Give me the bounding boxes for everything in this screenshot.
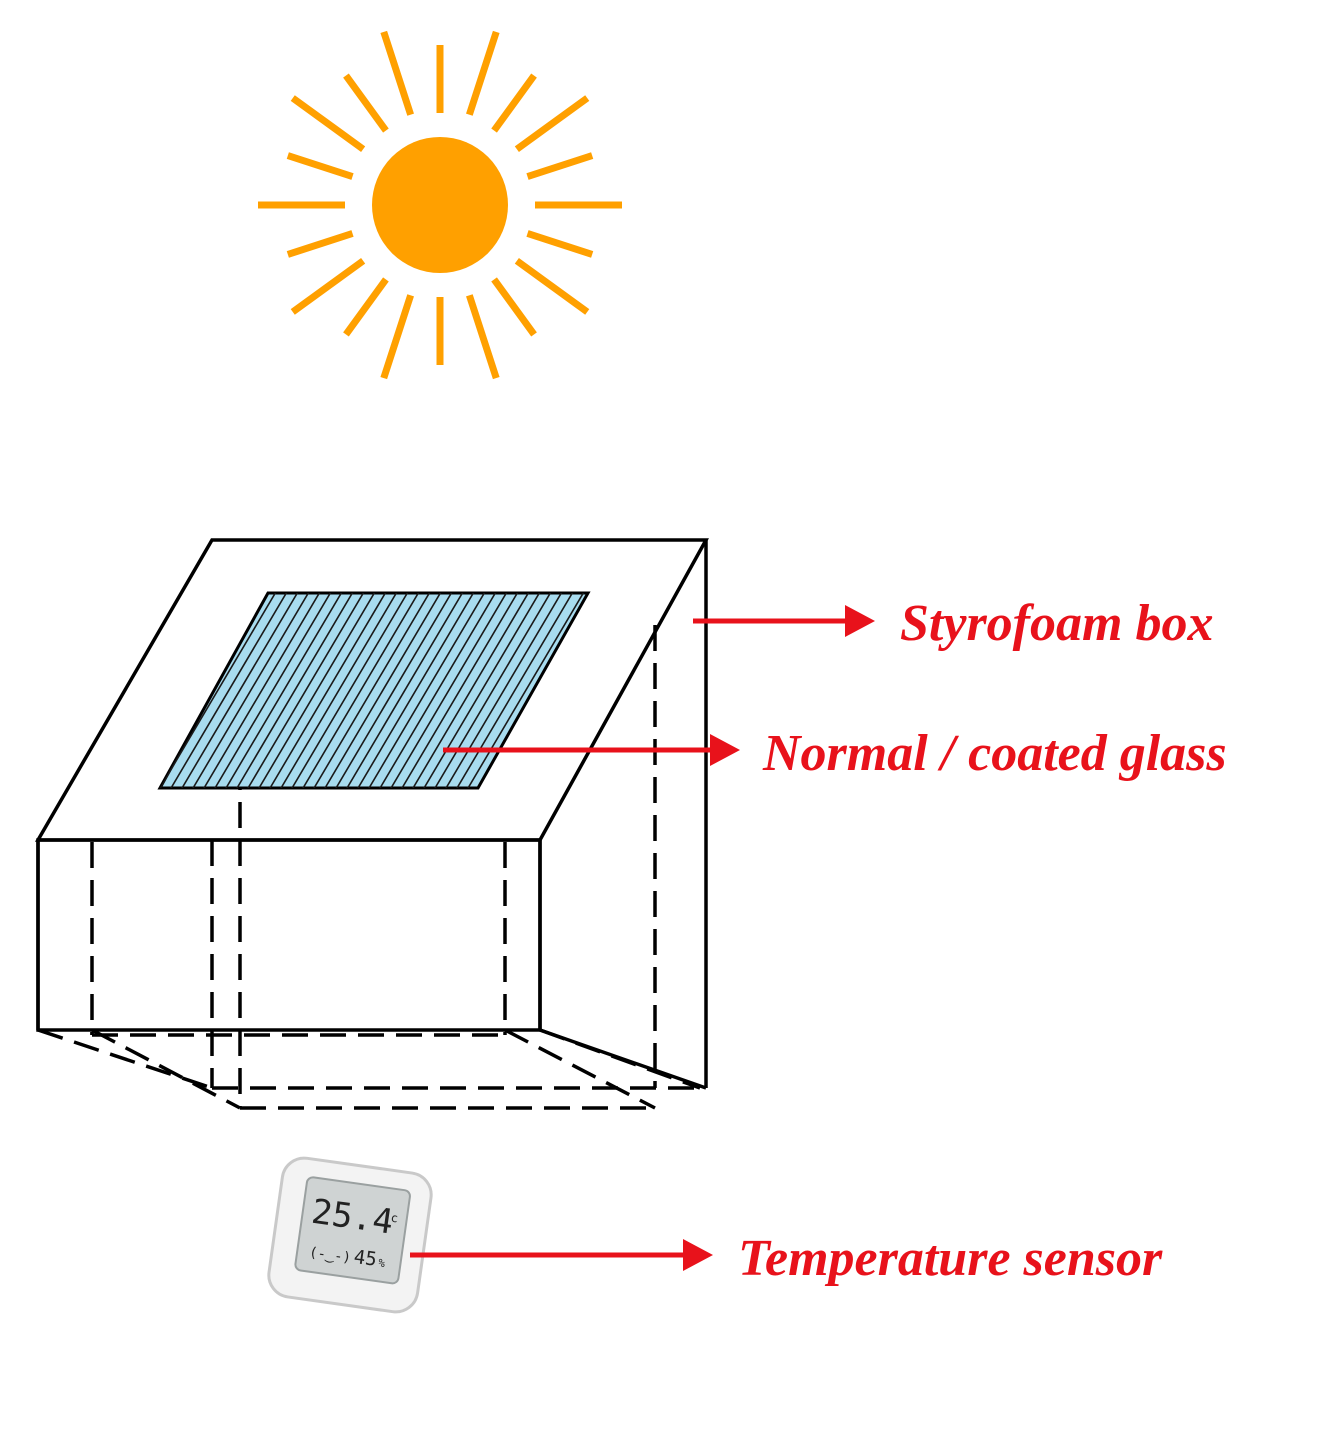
sun-ray <box>343 277 389 337</box>
thermometer-hygrometer-icon: 25.4 c (-‿-) 45 % <box>267 1156 433 1314</box>
glass-hatch-line <box>0 580 30 800</box>
glass-hatch-line <box>306 593 438 788</box>
glass-hatch-line <box>317 593 449 788</box>
glass-hatch-line <box>0 580 107 800</box>
glass-hatch-line <box>460 593 588 788</box>
glass-hatch-line <box>339 593 471 788</box>
sensor-arrow-head <box>683 1239 713 1271</box>
sun-ray <box>526 230 594 258</box>
glass-hatch-line <box>207 593 339 788</box>
sun-ray <box>290 258 366 315</box>
glass-hatch-line <box>295 593 427 788</box>
box-arrow-head <box>845 605 875 637</box>
glass-pane <box>0 580 767 800</box>
glass-hatch-line <box>174 593 306 788</box>
glass-hatch-line <box>218 593 350 788</box>
glass-hatch-line <box>163 593 295 788</box>
label-glass: Normal / coated glass <box>762 725 1227 782</box>
glass-hatch-line <box>593 580 723 800</box>
glass-hatch-line <box>0 580 41 800</box>
sun-ray <box>491 277 537 337</box>
sun-ray <box>380 30 414 116</box>
glass-arrow-head <box>710 734 740 766</box>
sun-icon <box>258 30 622 380</box>
glass-hatch-line <box>160 593 185 788</box>
sun-ray <box>286 230 354 258</box>
styrofoam-box <box>34 538 709 1090</box>
glass-hatch-line <box>0 580 74 800</box>
glass-hatch-line <box>284 593 416 788</box>
glass-hatch-line <box>229 593 361 788</box>
glass-hatch-line <box>0 580 52 800</box>
glass-hatch-line <box>570 593 588 788</box>
glass-hatch-line <box>240 593 372 788</box>
glass-hatch-line <box>416 593 548 788</box>
glass-hatch-line <box>394 593 526 788</box>
sun-ray <box>466 294 500 380</box>
sun-ray <box>290 95 366 152</box>
glass-hatch-line <box>637 580 767 800</box>
sensor-face-glyph: (-‿-) <box>308 1245 352 1267</box>
glass-hatch-line <box>405 593 537 788</box>
glass-hatch-line <box>160 593 284 788</box>
sun-ray <box>286 152 354 180</box>
sun-ray <box>343 73 389 133</box>
glass-hatch-line <box>262 593 394 788</box>
label-styrofoam-box: Styrofoam box <box>900 595 1213 652</box>
glass-hatch-line <box>0 580 85 800</box>
sun-rays <box>258 30 622 380</box>
label-temperature-sensor: Temperature sensor <box>738 1230 1163 1287</box>
glass-hatch-line <box>273 593 405 788</box>
glass-hatch-line <box>328 593 460 788</box>
sun-ray <box>491 73 537 133</box>
glass-hatch-line <box>626 580 756 800</box>
glass-hatch-line <box>21 580 151 800</box>
glass-hatch-line <box>438 593 570 788</box>
sun-ray <box>380 294 414 380</box>
glass-hatch-line <box>449 593 581 788</box>
arrows <box>410 605 875 1271</box>
glass-hatch-line <box>160 593 163 788</box>
glass-hatch-line <box>185 593 317 788</box>
glass-hatch-line <box>10 580 140 800</box>
glass-hatch-line <box>372 593 504 788</box>
glass-hatch-line <box>0 580 118 800</box>
sun-ray <box>514 258 590 315</box>
glass-hatch-line <box>581 593 588 788</box>
glass-hatch-line <box>383 593 515 788</box>
sun-ray <box>514 95 590 152</box>
sun-ray <box>526 152 594 180</box>
sun-disc <box>372 137 508 273</box>
glass-hatch-line <box>350 593 482 788</box>
sensor-temperature-unit: c <box>390 1211 399 1226</box>
sensor-humidity-unit: % <box>378 1256 387 1270</box>
glass-hatch-line <box>160 593 174 788</box>
glass-hatch-line <box>427 593 559 788</box>
glass-hatch-line <box>361 593 493 788</box>
glass-hatch-line <box>196 593 328 788</box>
glass-hatch-line <box>0 580 129 800</box>
sensor-humidity: 45 <box>352 1246 378 1271</box>
glass-hatch-line <box>615 580 745 800</box>
glass-hatch-line <box>0 580 63 800</box>
glass-hatch-line <box>251 593 383 788</box>
sun-ray <box>466 30 500 116</box>
